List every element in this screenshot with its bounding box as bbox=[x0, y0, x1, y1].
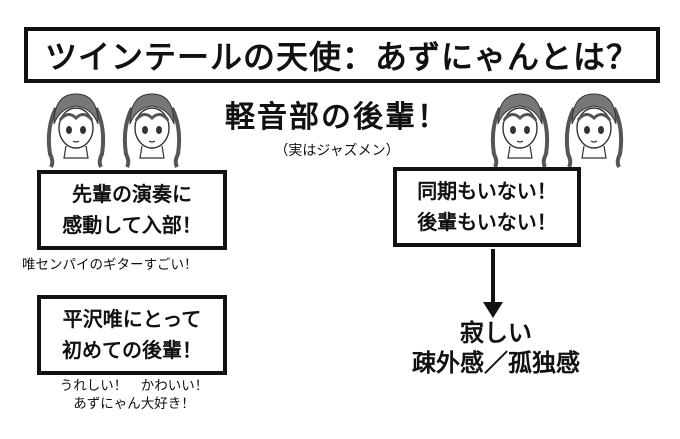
box-line: 初めての後輩！ bbox=[62, 338, 202, 362]
note-guitar: 唯センパイのギターすごい！ bbox=[22, 257, 198, 273]
character-illustration-4 bbox=[564, 93, 624, 168]
diagram-title: ツインテールの天使：あずにゃんとは？ bbox=[44, 38, 639, 76]
result-line: 寂しい bbox=[460, 319, 532, 347]
main-heading: 軽音部の後輩！ bbox=[225, 100, 449, 135]
box-line: 先輩の演奏に bbox=[72, 182, 192, 206]
character-illustration-1 bbox=[46, 93, 106, 168]
box-first-junior: 平沢唯にとって 初めての後輩！ bbox=[37, 295, 227, 375]
result-line: 疎外感／孤独感 bbox=[412, 349, 580, 377]
box-no-peers: 同期もいない！ 後輩もいない！ bbox=[393, 167, 581, 247]
note-happy: うれしい！ かわいい！ あずにゃん大好き！ bbox=[14, 378, 254, 413]
box-line: 後輩もいない！ bbox=[417, 210, 557, 234]
note-line: あずにゃん大好き！ bbox=[73, 395, 195, 412]
subheading: （実はジャズメン） bbox=[274, 143, 400, 159]
box-joined-club: 先輩の演奏に 感動して入部！ bbox=[37, 170, 227, 250]
box-line: 感動して入部！ bbox=[62, 213, 202, 237]
note-line: うれしい！ かわいい！ bbox=[59, 378, 209, 394]
character-illustration-3 bbox=[490, 93, 550, 168]
box-line: 同期もいない！ bbox=[417, 179, 557, 203]
character-illustration-2 bbox=[122, 93, 182, 168]
result-feelings: 寂しい 疎外感／孤独感 bbox=[376, 318, 616, 378]
title-box: ツインテールの天使：あずにゃんとは？ bbox=[24, 27, 660, 83]
box-line: 平沢唯にとって bbox=[62, 307, 202, 331]
